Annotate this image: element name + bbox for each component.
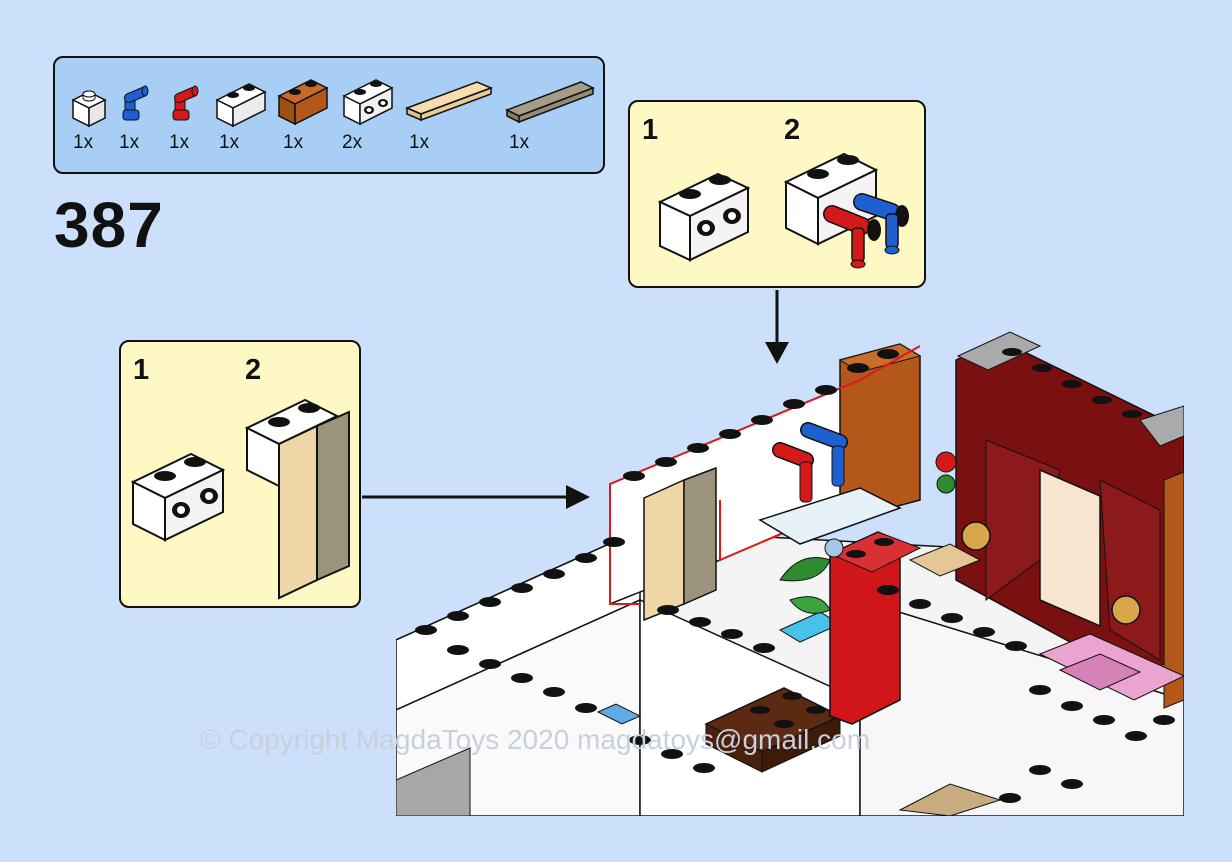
part-1x2-brick-white: 1x [215, 58, 305, 176]
part-qty: 1x [509, 132, 530, 153]
part-tap-red: 1x [165, 58, 255, 176]
arrow-down-icon [765, 290, 789, 364]
brick-with-taps-illustration [783, 152, 909, 269]
substep-1-number: 1 [642, 114, 659, 146]
tap-blue-icon [122, 85, 149, 121]
substep-2-number: 2 [245, 354, 262, 386]
part-qty: 1x [169, 132, 190, 153]
tile-1x4-tan-icon [404, 81, 494, 122]
part-1x1-brick-white: 1x [67, 58, 157, 176]
tile-1x6-darktan-icon [505, 81, 595, 124]
brick-1x2-brown-icon [277, 79, 329, 126]
tap-red-icon [172, 85, 199, 121]
part-qty: 1x [409, 132, 430, 153]
substep-assembly-illustration [130, 398, 350, 600]
part-tap-blue: 1x [115, 58, 205, 176]
substep-1-number: 1 [133, 354, 150, 386]
part-1x4-tile-tan: 1x [404, 58, 495, 176]
brick-with-holes-illustration [657, 172, 751, 262]
part-1x2-brick-brown: 1x [277, 58, 367, 176]
part-1x6-tile-darktan: 1x [505, 58, 595, 176]
arrow-right-icon [362, 485, 590, 509]
brick-1x2-white-icon [215, 83, 267, 128]
callout-right: 1 2 [628, 100, 926, 288]
step-number: 387 [54, 189, 164, 261]
part-1x2-brick-holes-white: 2x [342, 58, 432, 176]
part-qty: 1x [219, 132, 240, 153]
substep-assembly-illustration [657, 152, 909, 269]
part-qty: 1x [283, 132, 304, 153]
brick-with-holes-illustration [130, 452, 226, 542]
brick-with-tiles-illustration [244, 398, 350, 600]
brick-1x2-holes-white-icon [342, 79, 394, 126]
brick-1x1-white-icon [71, 90, 107, 128]
part-qty: 1x [73, 132, 94, 153]
substep-2-number: 2 [784, 114, 801, 146]
copyright-watermark: © Copyright MagdaToys 2020 magdatoys@gma… [200, 724, 871, 755]
callout-left: 1 2 [119, 340, 361, 608]
part-qty: 1x [119, 132, 140, 153]
part-qty: 2x [342, 132, 363, 153]
parts-list-panel: 1x 1x 1x 1x [53, 56, 605, 174]
